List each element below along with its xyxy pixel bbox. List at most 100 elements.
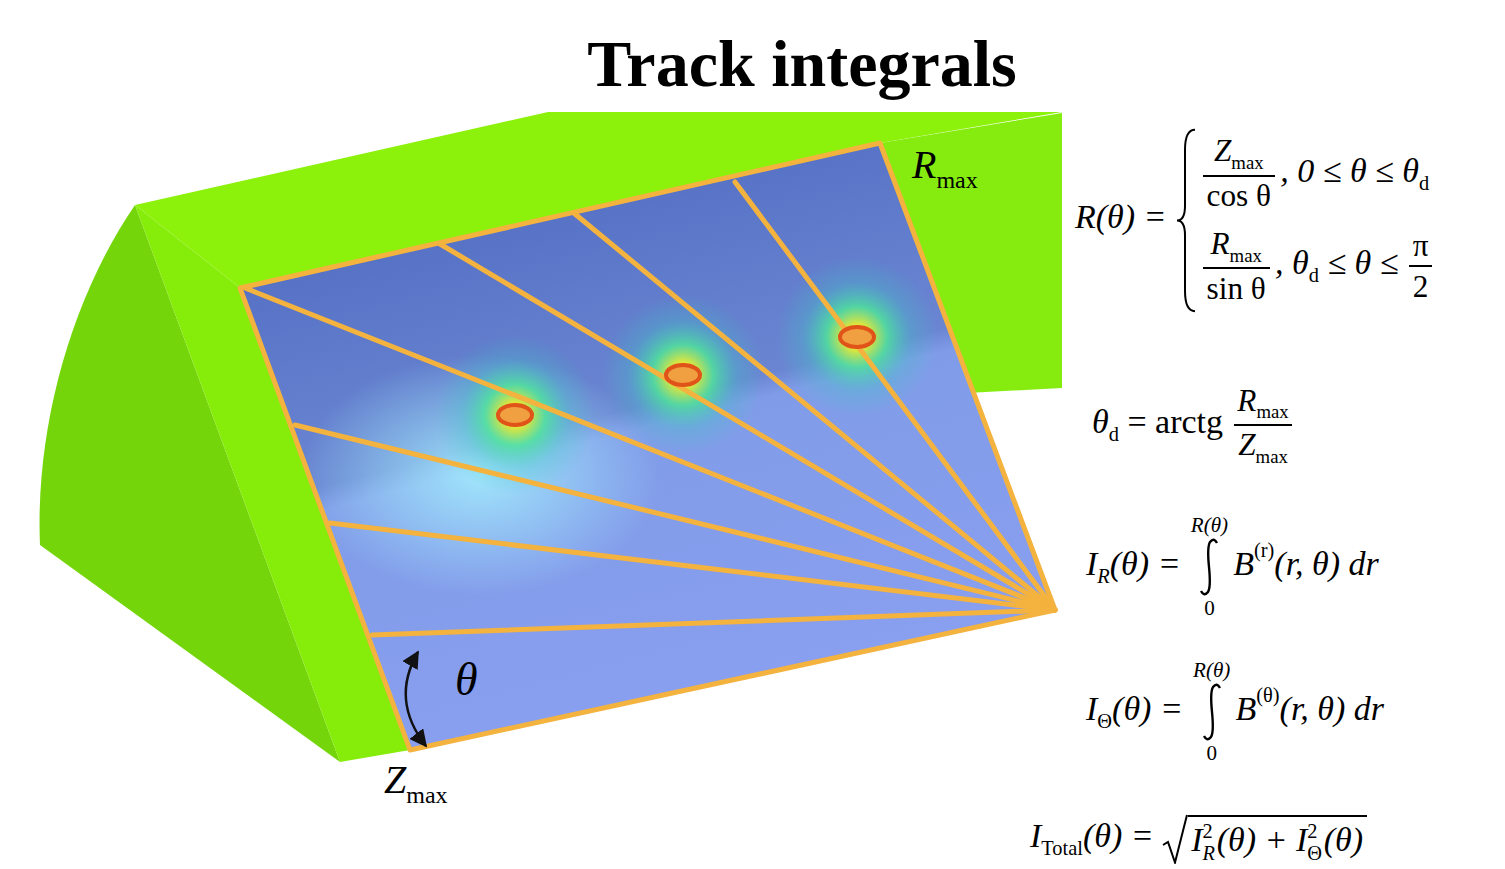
integral-sign (1200, 682, 1224, 742)
subscript: d (1419, 172, 1429, 194)
formula: IR(θ) =R(θ)0B(r)(r, θ) dr (1086, 514, 1379, 620)
superscript: (r) (1254, 539, 1274, 561)
angle-label: θ (455, 654, 478, 705)
subscript: max (936, 167, 977, 193)
formula-symbol: R (1237, 383, 1256, 418)
formula-symbol: = arctg (1127, 403, 1223, 440)
index-stack: 2Θ (1307, 821, 1322, 864)
formula-symbol: (r, θ) dr (1274, 545, 1379, 582)
numerator: Rmax (1203, 226, 1270, 269)
radicand: I2R(θ) + I2Θ(θ) (1188, 815, 1367, 864)
formula-symbol: max (1230, 245, 1262, 266)
formula-symbol: (r, θ) dr (1280, 690, 1385, 727)
formula-symbol: d (1419, 172, 1429, 194)
formula-symbol: (θ) = (1110, 545, 1181, 582)
formula-symbol: (θ) = (1083, 817, 1154, 854)
radical-sign (1162, 814, 1188, 864)
formula-symbol: B (1235, 690, 1256, 727)
formula-symbol: d (1109, 423, 1119, 445)
square-root: I2R(θ) + I2Θ(θ) (1162, 814, 1367, 864)
case-row: Zmaxcos θ , 0 ≤ θ ≤ θd (1199, 127, 1436, 220)
field-halo (777, 257, 937, 417)
conductor-ring (498, 405, 532, 425)
formula-symbol: Θ (1307, 842, 1322, 864)
formula-symbol: I (1191, 821, 1202, 858)
formula-symbol: ≤ θ ≤ (1327, 244, 1398, 281)
subscript: R (1203, 843, 1215, 864)
track-rays (245, 182, 1055, 635)
track-ray (440, 244, 1055, 610)
formula-symbol: R(θ) (1193, 658, 1230, 682)
subscript: d (1109, 423, 1119, 445)
superscript: (θ) (1256, 684, 1279, 706)
formula-symbol: , 0 ≤ θ ≤ θ (1280, 152, 1419, 189)
formula-symbol: (θ) (1324, 821, 1363, 858)
dimension-label: Z (384, 757, 406, 802)
denominator: cos θ (1203, 177, 1275, 214)
formula-symbol: max (1256, 446, 1288, 467)
superscript: 2 (1307, 821, 1322, 842)
track-ray (245, 288, 1055, 610)
numerator: Zmax (1203, 133, 1275, 176)
formula-symbol: 2 (1307, 820, 1317, 842)
integral: R(θ)0 (1191, 514, 1228, 620)
integral-path (1204, 685, 1220, 740)
angle-arrow (406, 652, 426, 746)
conductor-ring (666, 365, 700, 385)
formula-symbol: 0 (1206, 741, 1217, 765)
formula-symbol: Θ (1097, 710, 1112, 732)
superscript: 2 (1203, 821, 1215, 842)
formula-symbol: (θ) = (1112, 690, 1183, 727)
subscript: max (1230, 245, 1262, 266)
formula: Zmax (384, 757, 448, 809)
integral-sign (1197, 537, 1221, 597)
formula-symbol: 2 (1413, 269, 1429, 304)
lower-limit: 0 (1193, 742, 1230, 765)
denominator: Zmax (1234, 426, 1293, 467)
brace-path (1177, 129, 1195, 310)
subscript: max (1231, 152, 1263, 173)
subscript: max (1256, 401, 1288, 422)
cases: Zmaxcos θ, 0 ≤ θ ≤ θdRmaxsin θ, θd≤ θ ≤π… (1175, 127, 1436, 312)
dimension-label: R (912, 142, 936, 187)
case-row: Rmaxsin θ, θd≤ θ ≤π2 (1199, 220, 1436, 313)
formula-symbol: (θ) (1256, 684, 1279, 706)
formula-symbol: d (1309, 264, 1319, 286)
fraction: Rmaxsin θ (1203, 226, 1270, 307)
formula-symbol: 0 (1204, 596, 1215, 620)
formula-symbol: 2 (1203, 820, 1213, 842)
formula-symbol: max (1231, 152, 1263, 173)
formula: θd= arctgRmaxZmax (1092, 383, 1296, 468)
formula-symbol: θ (1092, 403, 1109, 440)
dimension-label: max (936, 167, 977, 193)
formula-symbol: (r) (1254, 539, 1274, 561)
radical-path (1163, 815, 1187, 863)
formula-symbol: I (1086, 545, 1097, 582)
formula-symbol: I (1030, 817, 1041, 854)
track-ray (330, 523, 1055, 610)
formula-symbol: R(θ) = (1075, 198, 1167, 235)
formula-symbol: R (1211, 226, 1230, 261)
upper-limit: R(θ) (1193, 659, 1230, 682)
dimension-label: max (406, 782, 447, 808)
fraction: π2 (1409, 228, 1432, 304)
lower-limit: 0 (1191, 597, 1228, 620)
subscript: Θ (1097, 710, 1112, 732)
formula-symbol: cos θ (1207, 178, 1271, 213)
field-halo (603, 295, 763, 455)
formula-symbol: Total (1041, 837, 1083, 859)
denominator: sin θ (1203, 269, 1270, 306)
formula: IΘ(θ) =R(θ)0B(θ)(r, θ) dr (1086, 659, 1384, 765)
formula-symbol: sin θ (1207, 271, 1266, 306)
formula-symbol: max (1256, 401, 1288, 422)
formula-symbol: , θ (1275, 244, 1309, 281)
track-ray (295, 425, 1055, 610)
formula: Rmax (912, 142, 978, 194)
integral: R(θ) 0 (1193, 659, 1230, 765)
denominator: 2 (1409, 267, 1432, 304)
subscript: R (1097, 565, 1109, 587)
conductor-rings (498, 327, 874, 425)
formula: R(θ) =Zmaxcos θ, 0 ≤ θ ≤ θdRmaxsin θ, θd… (1075, 127, 1436, 312)
formula: ITotal(θ) =I2R(θ) + I2Θ(θ) (1030, 814, 1367, 864)
